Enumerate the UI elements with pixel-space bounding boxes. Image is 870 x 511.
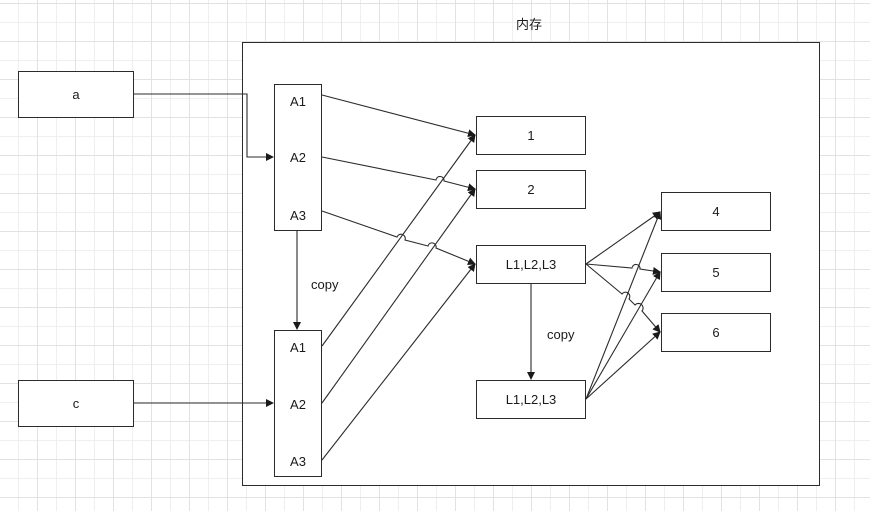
array-top-cell-a2: A2 <box>290 150 306 165</box>
value-4-box[interactable]: 4 <box>661 192 771 231</box>
list-bottom-box[interactable]: L1,L2,L3 <box>476 380 586 419</box>
array-top-cell-a1: A1 <box>290 94 306 109</box>
array-bottom-cell-a2: A2 <box>290 397 306 412</box>
list-top-box[interactable]: L1,L2,L3 <box>476 245 586 284</box>
variable-c-label: c <box>72 396 80 411</box>
variable-c-box[interactable]: c <box>18 380 134 427</box>
value-6-box[interactable]: 6 <box>661 313 771 352</box>
value-5-label: 5 <box>712 265 720 280</box>
value-1-label: 1 <box>527 128 535 143</box>
memory-title: 内存 <box>516 17 543 32</box>
value-1-box[interactable]: 1 <box>476 116 586 155</box>
value-4-label: 4 <box>712 204 720 219</box>
array-bottom[interactable]: A1 A2 A3 <box>274 330 322 477</box>
list-top-label: L1,L2,L3 <box>505 257 557 272</box>
list-copy-label: copy <box>547 327 575 342</box>
value-2-box[interactable]: 2 <box>476 170 586 209</box>
array-bottom-cell-a1: A1 <box>290 340 306 355</box>
array-top[interactable]: A1 A2 A3 <box>274 84 322 231</box>
list-bottom-label: L1,L2,L3 <box>505 392 557 407</box>
array-copy-label: copy <box>311 277 339 292</box>
value-2-label: 2 <box>527 182 535 197</box>
value-6-label: 6 <box>712 325 720 340</box>
value-5-box[interactable]: 5 <box>661 253 771 292</box>
array-top-cell-a3: A3 <box>290 208 306 223</box>
array-bottom-cell-a3: A3 <box>290 454 306 469</box>
variable-a-label: a <box>72 87 80 102</box>
variable-a-box[interactable]: a <box>18 71 134 118</box>
